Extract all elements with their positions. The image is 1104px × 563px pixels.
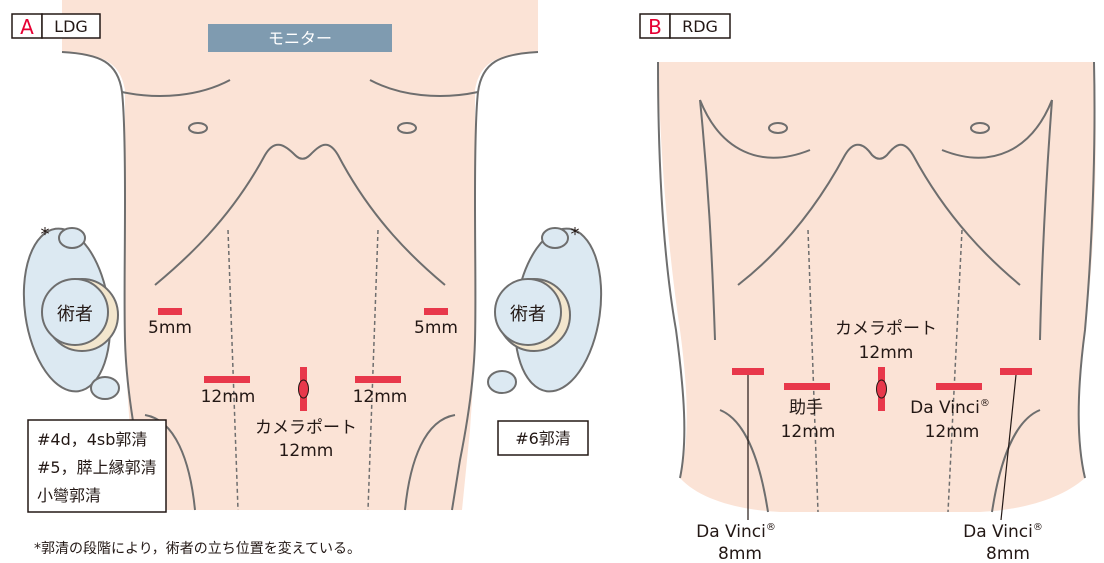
asterisk-right: * — [571, 224, 580, 245]
port-davinci-bottom-left — [732, 368, 764, 375]
box-left-line-2: #5，膵上縁郭清 — [37, 458, 157, 477]
panel-a-title: LDG — [54, 17, 88, 36]
port-5mm-left-a-label: 5mm — [148, 318, 192, 338]
port-5mm-right-a-label: 5mm — [414, 318, 458, 338]
surgeon-left-label: 術者 — [57, 304, 93, 325]
davinci-right-text: Da Vinci — [910, 398, 980, 418]
davinci-bottom-left-reg: ® — [766, 522, 776, 533]
davinci-bottom-left-text: Da Vinci — [696, 522, 766, 542]
box-left-line-1: #4d，4sb郭清 — [37, 430, 147, 449]
port-12mm-right-a-label: 12mm — [353, 387, 408, 407]
port-12mm-right-a — [355, 376, 401, 383]
port-assistant — [784, 383, 830, 390]
davinci-bottom-left-size: 8mm — [718, 544, 762, 563]
assistant-size: 12mm — [781, 422, 836, 442]
torso-b — [658, 62, 1096, 512]
camera-port-a-label: カメラポート — [255, 418, 357, 438]
davinci-bottom-right-text: Da Vinci — [963, 522, 1033, 542]
port-davinci-right — [936, 383, 982, 390]
assistant-label: 助手 — [789, 398, 823, 418]
monitor-label: モニター — [268, 29, 332, 48]
surgeon-right-label: 術者 — [510, 304, 546, 325]
asterisk-left: * — [41, 224, 50, 245]
camera-port-b-size: 12mm — [859, 343, 914, 363]
port-davinci-bottom-right — [1000, 368, 1032, 375]
davinci-right-reg: ® — [980, 398, 990, 409]
port-12mm-left-a — [204, 376, 250, 383]
camera-port-a — [299, 367, 309, 411]
panel-b-title: RDG — [682, 17, 718, 36]
surgeon-right — [488, 223, 611, 397]
camera-port-b — [877, 367, 887, 411]
panel-b-letter: B — [648, 15, 662, 39]
camera-port-a-size: 12mm — [279, 441, 334, 461]
davinci-bottom-left-label: Da Vinci® — [696, 522, 776, 542]
panel-a: モニター A LDG 術者 * 術者 * 5mm 5mm — [12, 0, 611, 557]
footnote: *郭清の段階により，術者の立ち位置を変えている。 — [34, 540, 361, 557]
port-12mm-left-a-label: 12mm — [201, 387, 256, 407]
port-5mm-right-a — [424, 308, 448, 315]
davinci-bottom-right-reg: ® — [1033, 522, 1043, 533]
box-right-text: #6郭清 — [515, 429, 571, 448]
panel-a-letter: A — [20, 15, 34, 39]
camera-port-b-label: カメラポート — [835, 319, 937, 339]
davinci-right-size: 12mm — [925, 422, 980, 442]
panel-b: B RDG カメラポート 12mm 助手 12mm Da Vinci® 12mm… — [640, 14, 1096, 563]
port-5mm-left-a — [158, 308, 182, 315]
davinci-right-label: Da Vinci® — [910, 398, 990, 418]
davinci-bottom-right-label: Da Vinci® — [963, 522, 1043, 542]
davinci-bottom-right-size: 8mm — [986, 544, 1030, 563]
box-left-line-3: 小彎郭清 — [37, 486, 101, 505]
